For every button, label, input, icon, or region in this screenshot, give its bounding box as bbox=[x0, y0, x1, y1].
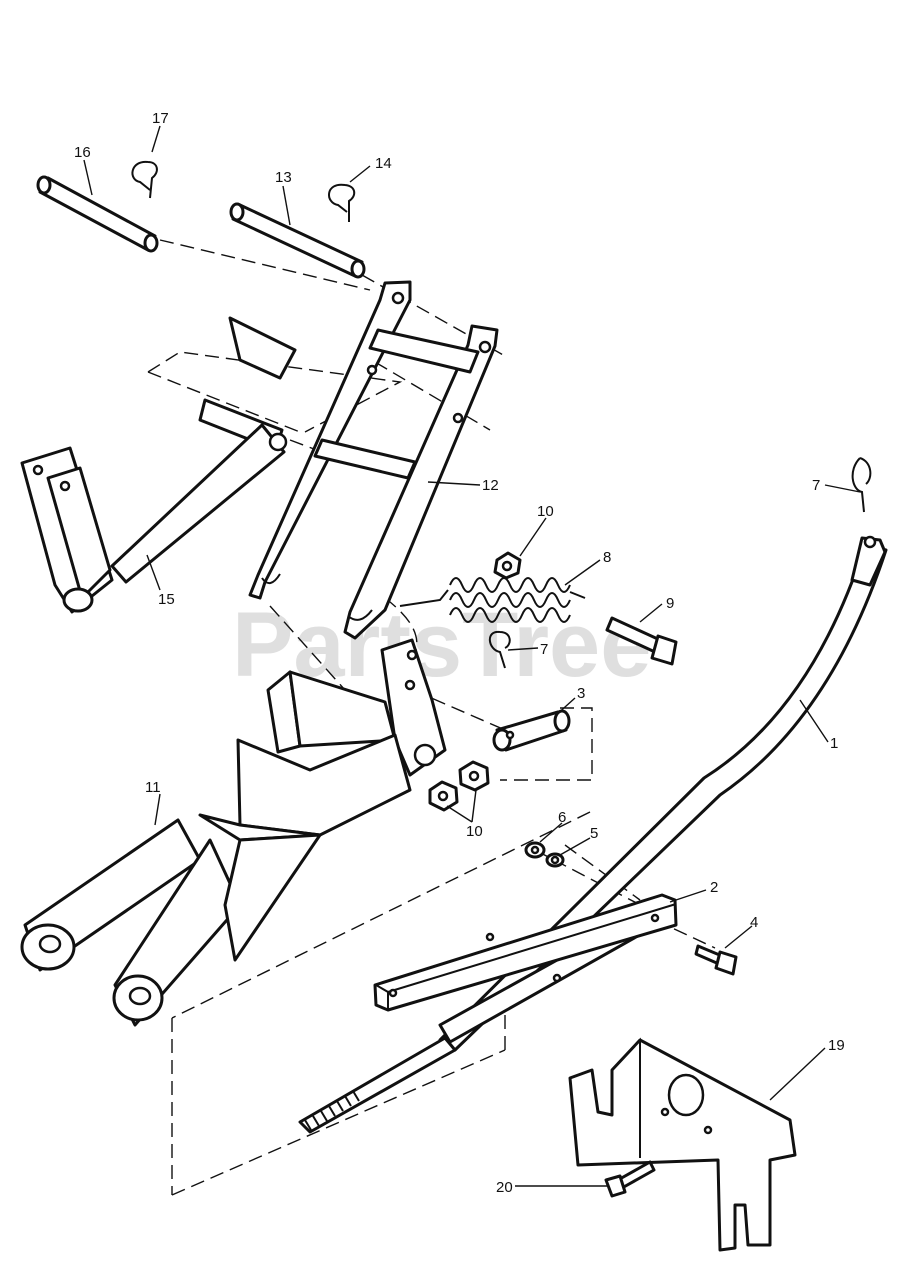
washer-5 bbox=[545, 852, 565, 868]
callouts: 17 16 13 14 12 7 10 8 9 7 15 3 1 11 10 6… bbox=[74, 110, 845, 1196]
callout-2: 2 bbox=[710, 879, 718, 896]
pin-13 bbox=[229, 202, 366, 279]
nuts-10-lower bbox=[428, 760, 490, 812]
callout-3: 3 bbox=[577, 685, 585, 702]
pivot-pin-3 bbox=[492, 709, 571, 752]
lift-bracket-11 bbox=[20, 638, 447, 1027]
callout-10-lower: 10 bbox=[466, 823, 483, 840]
rock-shaft-15 bbox=[20, 316, 297, 614]
nut-6 bbox=[524, 841, 546, 859]
spring-8 bbox=[399, 577, 586, 623]
callout-19: 19 bbox=[828, 1037, 845, 1054]
bolt-4 bbox=[694, 944, 738, 976]
assembly-lines bbox=[147, 239, 716, 1196]
pin-16 bbox=[36, 175, 159, 253]
callout-11: 11 bbox=[145, 779, 161, 796]
callout-14: 14 bbox=[375, 155, 392, 172]
callout-20: 20 bbox=[496, 1179, 513, 1196]
callout-12: 12 bbox=[482, 477, 499, 494]
callout-17: 17 bbox=[152, 110, 169, 127]
callout-13: 13 bbox=[275, 169, 292, 186]
callout-5: 5 bbox=[590, 825, 598, 842]
callout-9: 9 bbox=[666, 595, 674, 612]
callout-1: 1 bbox=[830, 735, 838, 752]
hairpin-clip-14 bbox=[328, 183, 356, 222]
callout-8: 8 bbox=[603, 549, 611, 566]
hairpin-clip-17 bbox=[131, 160, 158, 199]
leader-lines bbox=[83, 125, 861, 1187]
callout-6: 6 bbox=[558, 809, 566, 826]
hairpin-clip-7-middle bbox=[488, 630, 511, 669]
hairpin-clip-7-right bbox=[851, 457, 872, 513]
bracket-19 bbox=[568, 1037, 797, 1252]
bolt-20 bbox=[604, 1160, 656, 1198]
nut-10-upper bbox=[493, 551, 522, 580]
callout-4: 4 bbox=[750, 914, 758, 931]
bolt-9 bbox=[605, 616, 678, 666]
callout-7-right: 7 bbox=[812, 477, 820, 494]
callout-10-upper: 10 bbox=[537, 503, 554, 520]
lift-bar-2 bbox=[373, 893, 678, 1012]
callout-15: 15 bbox=[158, 591, 175, 608]
lift-arm-frame-12 bbox=[248, 280, 499, 640]
callout-7-middle: 7 bbox=[540, 641, 548, 658]
callout-16: 16 bbox=[74, 144, 91, 161]
